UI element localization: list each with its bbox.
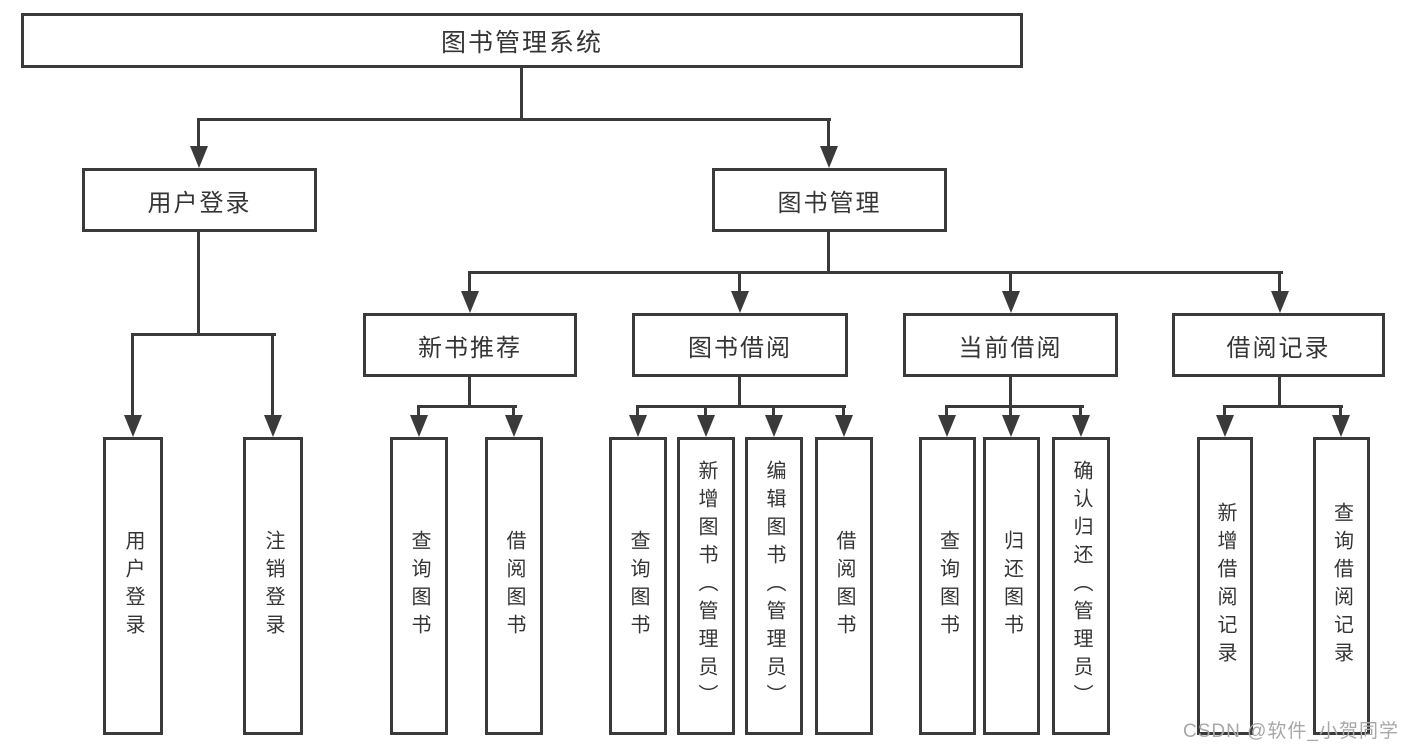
leaf-newbook-borrow-books: 借阅图书 bbox=[485, 437, 543, 735]
arrow-to-book-mgmt bbox=[820, 146, 838, 168]
connector-drop bbox=[512, 405, 515, 419]
connector-current-borrow-split bbox=[945, 405, 1084, 408]
leaf-borrow-add-books-admin: 新增图书（管理员） bbox=[677, 437, 735, 735]
connector-new-book-stem bbox=[468, 374, 471, 408]
leaf-label: 借阅图书 bbox=[833, 530, 855, 642]
leaf-label: 新增借阅记录 bbox=[1214, 502, 1236, 670]
leaf-label: 归还图书 bbox=[1000, 530, 1023, 642]
arrow-to-leaf bbox=[1072, 415, 1090, 437]
node-label: 新书推荐 bbox=[418, 334, 522, 362]
arrow-to-leaf bbox=[505, 415, 523, 437]
arrow-to-borrow-record bbox=[1271, 291, 1289, 313]
arrow-to-leaf bbox=[835, 415, 853, 437]
node-label: 图书管理 bbox=[777, 189, 882, 217]
connector-book-borrow-stem bbox=[738, 374, 741, 408]
connector-drop-leaf-user-login bbox=[131, 333, 134, 417]
connector-drop-book-borrow bbox=[738, 271, 741, 295]
connector-drop bbox=[945, 405, 948, 419]
node-library-management-system: 图书管理系统 bbox=[21, 13, 1023, 68]
leaf-label: 新增图书（管理员） bbox=[695, 460, 717, 712]
connector-drop bbox=[1339, 405, 1342, 419]
arrow-to-leaf bbox=[629, 415, 647, 437]
leaf-newbook-query-books: 查询图书 bbox=[390, 437, 448, 735]
connector-user-login-split bbox=[131, 333, 276, 336]
node-label: 借阅记录 bbox=[1226, 334, 1331, 362]
leaf-label: 查询图书 bbox=[627, 530, 649, 642]
arrow-to-leaf bbox=[1216, 415, 1234, 437]
arrow-to-current-borrow bbox=[1002, 291, 1020, 313]
leaf-borrow-edit-books-admin: 编辑图书（管理员） bbox=[745, 437, 803, 735]
arrow-to-user-login bbox=[190, 146, 208, 168]
connector-drop-book-mgmt bbox=[827, 118, 830, 148]
connector-borrow-record-stem bbox=[1278, 374, 1281, 408]
connector-drop-current-borrow bbox=[1009, 271, 1012, 295]
leaf-label: 编辑图书（管理员） bbox=[763, 460, 785, 712]
arrow-to-leaf bbox=[938, 415, 956, 437]
node-label: 图书借阅 bbox=[688, 334, 792, 362]
leaf-label: 用户登录 bbox=[122, 530, 144, 642]
connector-book-mgmt-split bbox=[468, 271, 1283, 274]
connector-drop-new-book bbox=[468, 271, 471, 295]
node-book-management: 图书管理 bbox=[712, 168, 947, 232]
connector-drop-user-login bbox=[197, 118, 200, 148]
node-label: 当前借阅 bbox=[958, 334, 1063, 362]
leaf-label: 查询图书 bbox=[936, 530, 959, 642]
connector-root-stem bbox=[520, 66, 523, 120]
leaf-record-query-borrow-record: 查询借阅记录 bbox=[1313, 437, 1370, 735]
arrow-to-leaf bbox=[765, 415, 783, 437]
connector-current-borrow-stem bbox=[1009, 374, 1012, 408]
node-book-borrowing: 图书借阅 bbox=[632, 313, 848, 377]
leaf-label: 查询借阅记录 bbox=[1330, 502, 1353, 670]
node-user-login: 用户登录 bbox=[82, 168, 317, 232]
arrow-to-leaf bbox=[1002, 415, 1020, 437]
csdn-watermark: CSDN @软件_小贺同学 bbox=[1183, 721, 1399, 742]
leaf-borrow-borrow-books: 借阅图书 bbox=[815, 437, 873, 735]
node-borrow-records: 借阅记录 bbox=[1172, 313, 1385, 377]
connector-book-mgmt-stem bbox=[827, 230, 830, 274]
arrow-to-book-borrow bbox=[731, 291, 749, 313]
arrow-to-new-book bbox=[461, 291, 479, 313]
connector-drop-borrow-record bbox=[1278, 271, 1281, 295]
connector-drop bbox=[772, 405, 775, 419]
node-current-borrowing: 当前借阅 bbox=[903, 313, 1118, 377]
arrow-to-leaf-logout bbox=[264, 415, 282, 437]
arrow-to-leaf bbox=[410, 415, 428, 437]
connector-drop bbox=[842, 405, 845, 419]
leaf-borrow-query-books: 查询图书 bbox=[609, 437, 667, 735]
connector-top-split bbox=[197, 118, 831, 121]
arrow-to-leaf bbox=[697, 415, 715, 437]
connector-borrow-record-split bbox=[1223, 405, 1343, 408]
connector-drop bbox=[417, 405, 420, 419]
leaf-current-confirm-return-admin: 确认归还（管理员） bbox=[1052, 437, 1110, 735]
leaf-current-return-books: 归还图书 bbox=[983, 437, 1040, 735]
connector-user-login-stem bbox=[197, 230, 200, 336]
arrow-to-leaf-user-login bbox=[124, 415, 142, 437]
arrow-to-leaf bbox=[1332, 415, 1350, 437]
connector-book-borrow-split bbox=[636, 405, 846, 408]
connector-drop bbox=[1223, 405, 1226, 419]
leaf-label: 查询图书 bbox=[408, 530, 430, 642]
leaf-record-add-borrow-record: 新增借阅记录 bbox=[1197, 437, 1253, 735]
connector-new-book-split bbox=[417, 405, 517, 408]
connector-drop bbox=[1079, 405, 1082, 419]
node-label: 用户登录 bbox=[147, 189, 252, 217]
leaf-label: 注销登录 bbox=[262, 530, 284, 642]
leaf-label: 确认归还（管理员） bbox=[1070, 460, 1092, 712]
connector-drop bbox=[1009, 405, 1012, 419]
connector-drop bbox=[636, 405, 639, 419]
leaf-user-login: 用户登录 bbox=[103, 437, 163, 735]
leaf-logout: 注销登录 bbox=[243, 437, 303, 735]
connector-drop bbox=[704, 405, 707, 419]
connector-drop-leaf-logout bbox=[271, 333, 274, 417]
leaf-current-query-books: 查询图书 bbox=[919, 437, 976, 735]
leaf-label: 借阅图书 bbox=[503, 530, 525, 642]
node-label: 图书管理系统 bbox=[440, 28, 603, 57]
node-new-book-recommend: 新书推荐 bbox=[363, 313, 577, 377]
